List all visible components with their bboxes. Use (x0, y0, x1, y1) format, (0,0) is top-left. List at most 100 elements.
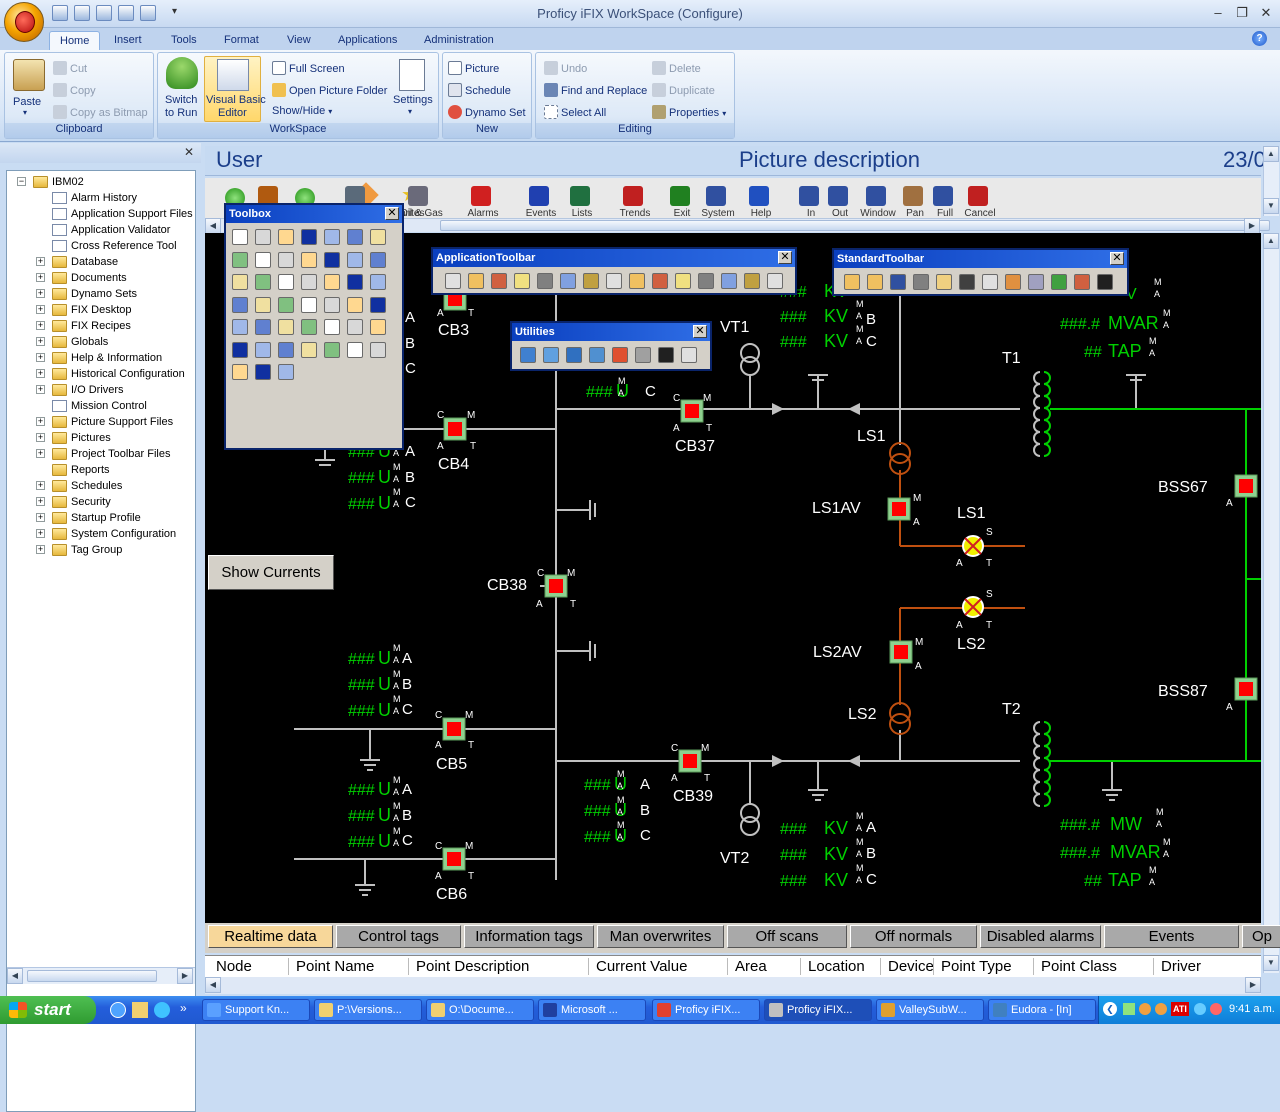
scroll-left-icon[interactable]: ◀ (7, 968, 23, 984)
application-tool-icon[interactable] (675, 273, 691, 289)
standard-tool-icon[interactable] (867, 274, 883, 290)
scroll-up-icon[interactable]: ▲ (1263, 233, 1279, 249)
expand-icon[interactable]: + (36, 272, 45, 282)
standard-tool-icon[interactable] (913, 274, 929, 290)
taskbar-item[interactable]: Proficy iFIX... (764, 999, 872, 1021)
tree-item-globals[interactable]: +Globals (7, 334, 195, 350)
expand-icon[interactable]: + (36, 528, 45, 538)
tree-item-dynamo-sets[interactable]: +Dynamo Sets (7, 286, 195, 302)
standard-tool-icon[interactable] (1074, 274, 1090, 290)
standard-tool-icon[interactable] (1028, 274, 1044, 290)
switch-ls2[interactable] (962, 596, 984, 618)
toolbox-tool-icon[interactable] (347, 274, 363, 290)
toolbox-tool-icon[interactable] (278, 229, 294, 245)
summary-tab-events[interactable]: Events (1104, 925, 1239, 948)
generation-icon[interactable] (345, 186, 365, 206)
scroll-right-icon[interactable]: ▶ (177, 968, 193, 984)
scroll-up-icon[interactable]: ▲ (1263, 146, 1279, 162)
toolbox-tool-icon[interactable] (301, 251, 317, 268)
delete-button[interactable]: Delete (652, 61, 701, 75)
column-divider[interactable] (800, 958, 801, 975)
expand-icon[interactable]: + (36, 480, 45, 490)
standard-tool-icon[interactable] (844, 274, 860, 290)
toolbox-tool-icon[interactable] (301, 319, 317, 335)
tree-item-alarm-history[interactable]: Alarm History (7, 190, 195, 206)
application-tool-icon[interactable] (491, 273, 507, 289)
breaker-ls1av[interactable] (887, 497, 911, 521)
expand-icon[interactable]: + (36, 320, 45, 330)
taskbar-item[interactable]: Eudora - [In] (988, 999, 1096, 1021)
column-header-driver[interactable]: Driver (1161, 958, 1201, 975)
utilities-tool-icon[interactable] (566, 347, 582, 363)
scroll-left-icon[interactable]: ◀ (205, 218, 221, 234)
properties-button[interactable]: Properties ▾ (652, 105, 726, 119)
taskbar-item[interactable]: ValleySubW... (876, 999, 984, 1021)
undo-button[interactable]: Undo (544, 61, 587, 75)
toolbox-tool-icon[interactable] (347, 229, 363, 245)
outlook-icon[interactable] (132, 1002, 148, 1018)
toolbox-tool-icon[interactable] (324, 229, 340, 245)
column-divider[interactable] (1033, 958, 1034, 975)
toolbox-tool-icon[interactable] (301, 229, 317, 245)
close-application-toolbar-icon[interactable]: ✕ (778, 251, 792, 264)
application-tool-icon[interactable] (537, 273, 553, 289)
column-divider[interactable] (880, 958, 881, 975)
header-vscrollbar[interactable]: ▲ ▼ (1263, 146, 1279, 216)
picture-toolbar-scrollbar[interactable]: ◀ ▶ (205, 218, 1270, 234)
fullscreen-icon[interactable] (118, 5, 134, 21)
expand-icon[interactable]: + (36, 432, 45, 442)
new-picture-button[interactable]: Picture (448, 61, 499, 75)
toolbox-tool-icon[interactable] (255, 274, 271, 290)
tree-scroll-thumb[interactable] (27, 970, 157, 982)
tree-item-pictures[interactable]: +Pictures (7, 430, 195, 446)
close-panel-icon[interactable]: ✕ (184, 145, 195, 159)
summary-tab-op[interactable]: Op (1242, 925, 1280, 948)
toolbox-tool-icon[interactable] (324, 296, 340, 313)
switch-to-run-icon[interactable] (166, 57, 198, 89)
application-tool-icon[interactable] (721, 273, 737, 289)
expand-icon[interactable]: + (36, 304, 45, 314)
select-all-button[interactable]: Select All (544, 105, 606, 119)
tab-tools[interactable]: Tools (171, 34, 197, 46)
breaker-cb4[interactable] (443, 417, 467, 441)
toolbox-tool-icon[interactable] (278, 319, 294, 335)
application-tool-icon[interactable] (468, 273, 484, 289)
expand-icon[interactable]: + (36, 256, 45, 266)
toolbox-tool-icon[interactable] (370, 229, 386, 245)
close-icon[interactable]: ✕ (1260, 5, 1272, 20)
scroll-down-icon[interactable]: ▼ (1263, 955, 1279, 971)
paste-button[interactable]: Paste (13, 96, 42, 108)
tab-home[interactable]: Home (49, 31, 101, 50)
save-icon[interactable] (74, 5, 90, 21)
column-header-point-name[interactable]: Point Name (296, 958, 375, 975)
column-divider[interactable] (288, 958, 289, 975)
cut-button[interactable]: Cut (53, 61, 87, 75)
tree-item-documents[interactable]: +Documents (7, 270, 195, 286)
help-icon[interactable] (749, 186, 769, 206)
utilities-tool-icon[interactable] (589, 347, 605, 363)
full-screen-button[interactable]: Full Screen (272, 61, 345, 75)
tree-item-startup-profile[interactable]: +Startup Profile (7, 510, 195, 526)
toolbox-tool-icon[interactable] (232, 274, 248, 290)
toolbox-tool-icon[interactable] (278, 341, 294, 358)
toolbox-tool-icon[interactable] (301, 274, 317, 290)
taskbar-item[interactable]: Microsoft ... (538, 999, 646, 1021)
tab-applications[interactable]: Applications (338, 34, 398, 46)
breaker-cb37[interactable] (680, 399, 704, 423)
copy-button[interactable]: Copy (53, 83, 96, 97)
toolbox-tool-icon[interactable] (324, 251, 340, 268)
toolbox-tool-icon[interactable] (301, 296, 317, 313)
help-icon[interactable]: ? (1252, 31, 1267, 46)
toolbox-tool-icon[interactable] (370, 274, 386, 290)
restore-icon[interactable]: ❐ (1236, 5, 1248, 20)
full-icon[interactable] (933, 186, 953, 206)
tray-icon[interactable] (1210, 1003, 1222, 1015)
switch-ls1[interactable] (962, 535, 984, 557)
quicklaunch-icon[interactable] (154, 1002, 170, 1018)
show-hide-button[interactable]: Show/Hide ▾ (272, 105, 333, 117)
expand-icon[interactable]: + (36, 512, 45, 522)
alarms-icon[interactable] (471, 186, 491, 206)
standard-tool-icon[interactable] (959, 274, 975, 290)
system-icon[interactable] (706, 186, 726, 206)
lists-icon[interactable] (570, 186, 590, 206)
